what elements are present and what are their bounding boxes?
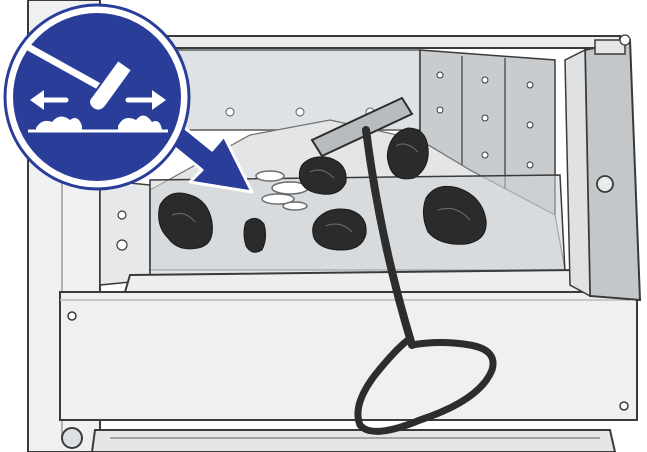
stove-foot [62,428,82,448]
hinge-screw [620,35,630,45]
coal-lump [313,209,367,250]
firebox-lower-lip [125,270,580,292]
door-panel [585,40,640,300]
instruction-badge [5,5,189,189]
screw-right [620,402,628,410]
stove-front-panel [60,292,637,420]
left-wall-screw [118,211,126,219]
stove-door [565,35,640,300]
screw-left [68,312,76,320]
back-wall-hole [296,108,304,116]
firebox-frame-top [140,36,620,48]
door-edge [565,50,590,296]
door-bolt [597,176,613,192]
left-wall-screw [117,240,127,250]
coal-lump [244,218,266,252]
ash-pan-rim [92,430,615,452]
coal-lump [299,157,346,194]
firebox-left-wall [100,180,150,285]
back-wall-hole [226,108,234,116]
